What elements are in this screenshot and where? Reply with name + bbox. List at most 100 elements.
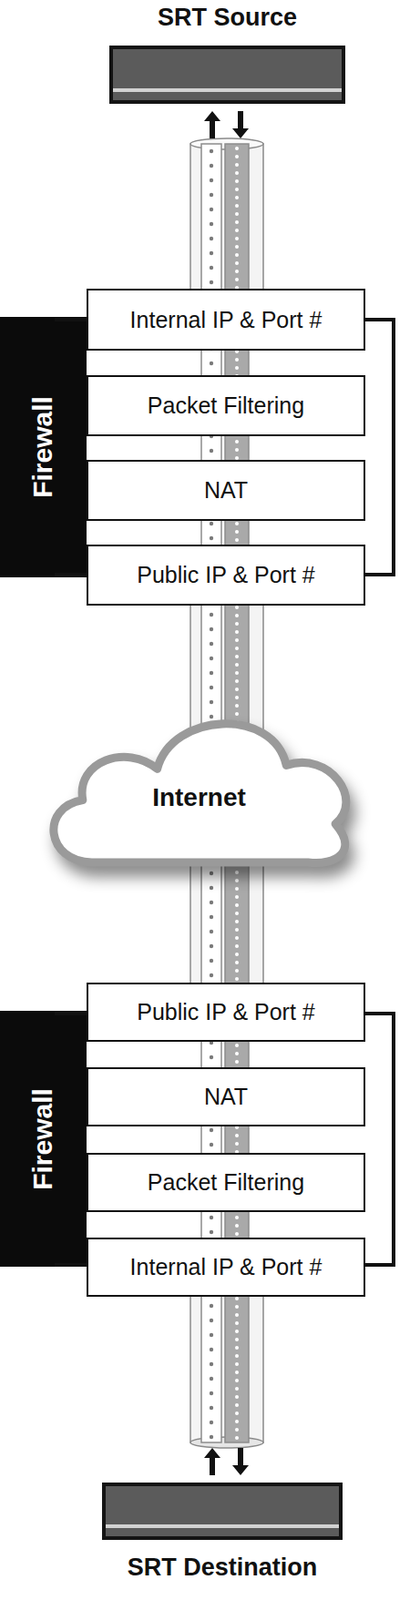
cable-dot bbox=[209, 871, 214, 876]
cable-dot bbox=[209, 522, 214, 526]
process-box: Internal IP & Port # bbox=[86, 1238, 366, 1298]
cloud-label: Internet bbox=[35, 783, 363, 813]
cable-dot bbox=[235, 1379, 239, 1383]
cable-dot bbox=[235, 171, 239, 175]
cable-dot bbox=[235, 704, 239, 708]
cable-dot bbox=[209, 1304, 214, 1309]
cable-dot bbox=[209, 1392, 214, 1396]
cable-dot bbox=[209, 1216, 214, 1220]
cable-dot bbox=[209, 1055, 214, 1060]
cable-dot bbox=[235, 146, 239, 151]
cable-dot bbox=[235, 1142, 239, 1147]
cable-dot bbox=[235, 903, 239, 908]
cable-dot bbox=[209, 930, 214, 934]
cable-dot bbox=[209, 251, 214, 256]
cable-dot bbox=[209, 959, 214, 963]
device-band bbox=[112, 88, 342, 93]
cable-dot bbox=[235, 277, 239, 282]
cable-dot bbox=[235, 952, 239, 957]
cable-dot bbox=[235, 895, 239, 900]
cable-dot bbox=[209, 1348, 214, 1353]
cable-dot bbox=[209, 236, 214, 241]
cable-dot bbox=[235, 366, 239, 370]
cable-dot bbox=[209, 627, 214, 632]
cable-dot bbox=[209, 642, 214, 646]
box-label: Internal IP & Port # bbox=[130, 307, 323, 334]
process-box: NAT bbox=[86, 460, 366, 522]
cable-dot bbox=[235, 928, 239, 933]
cable-dot bbox=[235, 236, 239, 241]
cable-dot bbox=[235, 1060, 239, 1065]
cable-dot bbox=[235, 1436, 239, 1441]
cable-dot bbox=[235, 1428, 239, 1433]
cable-dot bbox=[235, 879, 239, 883]
cable-dot bbox=[235, 440, 239, 444]
cable-dot bbox=[209, 449, 214, 453]
cable-dot bbox=[235, 253, 239, 257]
process-box: Packet Filtering bbox=[86, 1153, 366, 1213]
cable-dot bbox=[209, 222, 214, 226]
cable-dot bbox=[209, 1362, 214, 1367]
bracket-line bbox=[54, 1014, 89, 1266]
cable-dot bbox=[235, 671, 239, 676]
cable-dot bbox=[209, 656, 214, 661]
cable-dot bbox=[209, 207, 214, 212]
cable-dot bbox=[235, 870, 239, 875]
cable-dot bbox=[235, 1354, 239, 1359]
box-text-wrap: Packet Filtering bbox=[147, 1169, 305, 1197]
cable-dot bbox=[235, 154, 239, 159]
box-text-wrap: Public IP & Port # bbox=[136, 999, 315, 1026]
box-label: NAT bbox=[204, 477, 248, 504]
cable-dot bbox=[209, 266, 214, 270]
cable-dot bbox=[235, 961, 239, 965]
cable-dot bbox=[235, 630, 239, 635]
internet-cloud: Internet bbox=[35, 705, 363, 880]
cable-dot bbox=[209, 1230, 214, 1235]
cable-dot bbox=[235, 1387, 239, 1392]
cable-dot bbox=[235, 1420, 239, 1424]
cable-dot bbox=[235, 163, 239, 167]
cable-dot bbox=[235, 977, 239, 982]
cable-dot bbox=[235, 1412, 239, 1416]
cable-dot bbox=[235, 679, 239, 684]
firewall-group: FirewallPublic IP & Port #NATPacket Filt… bbox=[0, 983, 396, 1298]
cable-dot bbox=[235, 1216, 239, 1220]
cable-dot bbox=[235, 1338, 239, 1342]
cable-dot bbox=[235, 1052, 239, 1056]
device-unit: SRT Source bbox=[109, 45, 346, 104]
cable-dot bbox=[235, 1362, 239, 1367]
box-text-wrap: Internal IP & Port # bbox=[130, 307, 323, 334]
cable-dot bbox=[209, 361, 214, 366]
box-label: Public IP & Port # bbox=[136, 562, 315, 589]
cable-dot bbox=[209, 178, 214, 183]
cable-dot bbox=[209, 536, 214, 541]
cable-dot bbox=[209, 1333, 214, 1338]
cable-dot bbox=[235, 220, 239, 225]
box-text-wrap: Internal IP & Port # bbox=[130, 1254, 323, 1281]
cable-dot bbox=[235, 1224, 239, 1229]
box-label: NAT bbox=[204, 1084, 248, 1111]
cable-dot bbox=[235, 1346, 239, 1351]
cable-dot bbox=[235, 448, 239, 452]
box-label: Internal IP & Port # bbox=[130, 1254, 323, 1281]
cable-dot bbox=[209, 915, 214, 920]
firewall-group: FirewallInternal IP & Port #Packet Filte… bbox=[0, 288, 396, 606]
device-title: SRT Source bbox=[40, 3, 415, 32]
cable-dot bbox=[209, 149, 214, 154]
cable-dot bbox=[235, 605, 239, 610]
cable-dot bbox=[235, 204, 239, 208]
bracket-line bbox=[363, 1014, 394, 1266]
firewall-label: Firewall bbox=[27, 396, 59, 499]
arrow-head bbox=[204, 111, 221, 139]
device-unit: SRT Destination bbox=[102, 1483, 343, 1541]
cable-dot bbox=[235, 1044, 239, 1048]
cable-dot bbox=[235, 1330, 239, 1334]
cable-dot bbox=[235, 638, 239, 643]
cable-dot bbox=[235, 712, 239, 717]
cable-dot bbox=[209, 613, 214, 617]
cable-dot bbox=[235, 887, 239, 892]
cable-dot bbox=[235, 1321, 239, 1326]
cable-dot bbox=[235, 911, 239, 916]
cable-dot bbox=[209, 973, 214, 978]
cable-dot bbox=[235, 1134, 239, 1138]
